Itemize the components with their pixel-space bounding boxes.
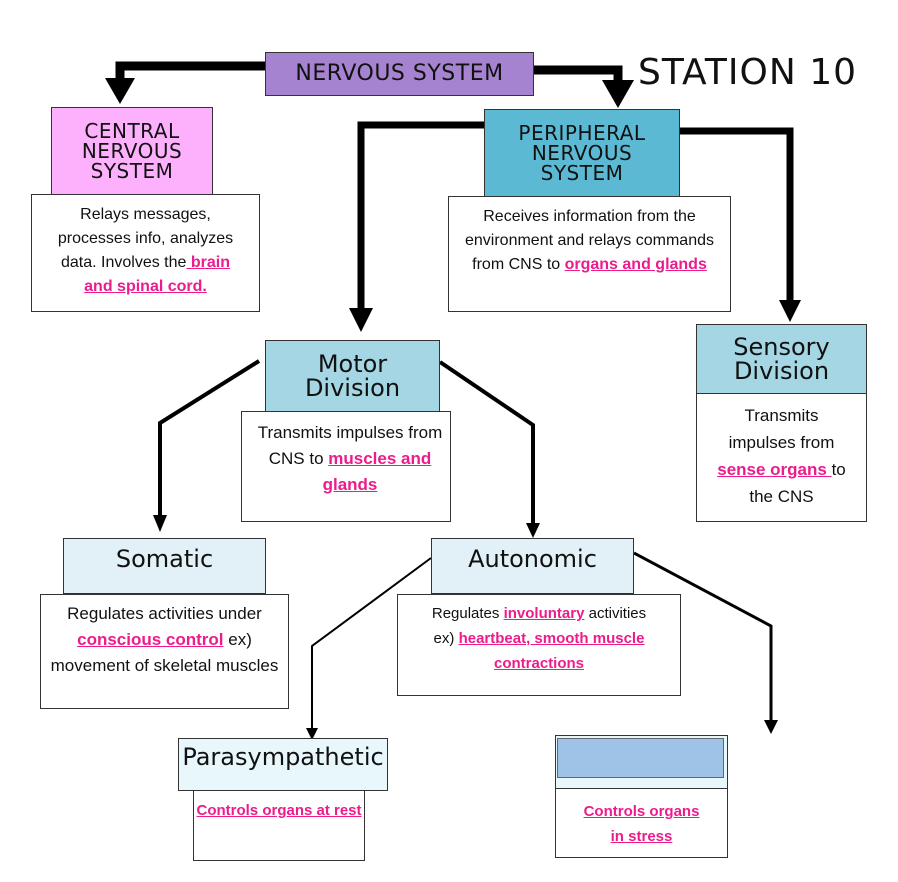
sensory-desc-text: Transmits impulses from sense organs to … <box>709 402 854 510</box>
somatic-title-box: Somatic <box>63 538 266 594</box>
arrowhead-parasympathetic <box>306 728 318 740</box>
peripheral-description: Receives information from the environmen… <box>448 196 731 312</box>
description-text: Regulates <box>431 605 504 622</box>
arrow-peripheral-to-motor <box>357 121 484 318</box>
sensory-title-box: Sensory Division <box>696 324 867 394</box>
sensory-description: Transmits impulses from sense organs to … <box>696 393 867 522</box>
central-title-line: SYSTEM <box>90 159 174 183</box>
highlighted-term: Controls organs in stress <box>583 803 700 845</box>
motor-desc-text: Transmits impulses from CNS to muscles a… <box>254 420 446 498</box>
autonomic-title: Autonomic <box>468 545 597 573</box>
highlighted-term: conscious control <box>77 630 224 649</box>
arrowhead-sensory <box>779 300 801 322</box>
highlighted-term: involuntary <box>503 605 585 622</box>
description-text: Transmits impulses from <box>728 406 835 452</box>
nervous-system-box: NERVOUS SYSTEM <box>265 52 534 96</box>
arrow-peripheral-to-sensory <box>680 127 794 306</box>
arrowhead-motor <box>349 308 373 332</box>
highlighted-term: organs and glands <box>564 256 707 273</box>
description-text: ex) movement of skeletal muscles <box>50 630 279 675</box>
sympathetic-blank-label[interactable] <box>557 738 724 778</box>
highlighted-term: heartbeat, smooth muscle contractions <box>458 630 645 672</box>
arrowhead-sympathetic <box>764 720 778 734</box>
parasympathetic-title: Parasympathetic <box>182 743 384 771</box>
arrowhead-peripheral <box>602 80 634 108</box>
parasympathetic-description: Controls organs at rest <box>193 790 365 861</box>
arrow-ns-to-central <box>115 61 265 92</box>
peripheral-title-line: PERIPHERAL <box>518 121 646 145</box>
arrowhead-autonomic <box>526 523 540 538</box>
somatic-desc-text: Regulates activities under conscious con… <box>49 601 280 679</box>
description-text: Transmits impulses from CNS to <box>257 423 443 468</box>
motor-title-line: Division <box>304 374 401 402</box>
autonomic-desc-text: Regulates involuntary activities ex) hea… <box>420 601 658 676</box>
sensory-title-line: Sensory <box>733 333 830 361</box>
arrow-motor-to-autonomic <box>438 360 535 526</box>
central-desc-text: Relays messages, processes info, analyze… <box>46 203 245 299</box>
arrow-autonomic-to-sympathetic <box>633 551 773 722</box>
description-text: Receives information from the environmen… <box>464 208 714 273</box>
arrowhead-central <box>105 78 135 104</box>
description-text: Regulates activities under <box>67 604 262 623</box>
peripheral-desc-text: Receives information from the environmen… <box>459 205 720 277</box>
parasympathetic-title-box: Parasympathetic <box>178 738 388 791</box>
sympathetic-description: Controls organs in stress <box>555 788 728 858</box>
description-text: to the CNS <box>749 460 846 506</box>
somatic-title: Somatic <box>115 545 214 573</box>
autonomic-description: Regulates involuntary activities ex) hea… <box>397 594 681 696</box>
arrow-motor-to-somatic <box>158 359 261 518</box>
peripheral-title-line: SYSTEM <box>540 161 624 185</box>
motor-title-line: Motor <box>317 350 388 378</box>
sympathetic-desc-text: Controls organs in stress <box>582 799 701 849</box>
peripheral-title-line: NERVOUS <box>531 141 633 165</box>
sensory-title-line: Division <box>733 357 830 385</box>
sympathetic-title-box <box>555 735 728 789</box>
highlighted-term: sense organs <box>717 460 832 479</box>
highlighted-term: muscles and glands <box>322 449 432 494</box>
central-description: Relays messages, processes info, analyze… <box>31 194 260 312</box>
central-title-line: CENTRAL <box>84 119 180 143</box>
description-text: activities ex) <box>433 605 647 647</box>
somatic-description: Regulates activities under conscious con… <box>40 594 289 709</box>
peripheral-title-box: PERIPHERAL NERVOUS SYSTEM <box>484 109 680 197</box>
station-label: STATION 10 <box>638 52 858 93</box>
nervous-system-title: NERVOUS SYSTEM <box>295 61 504 86</box>
description-text: Relays messages, processes info, analyze… <box>57 206 234 271</box>
autonomic-title-box: Autonomic <box>431 538 634 594</box>
central-title-box: CENTRAL NERVOUS SYSTEM <box>51 107 213 195</box>
motor-title-box: Motor Division <box>265 340 440 412</box>
arrow-autonomic-to-parasympathetic <box>311 557 432 730</box>
parasympathetic-desc-text: Controls organs at rest <box>196 799 361 823</box>
central-title-line: NERVOUS <box>81 139 183 163</box>
highlighted-term: Controls organs at rest <box>196 802 362 819</box>
motor-description: Transmits impulses from CNS to muscles a… <box>241 411 451 522</box>
arrowhead-somatic <box>153 515 167 532</box>
highlighted-term: brain and spinal cord. <box>84 254 230 295</box>
